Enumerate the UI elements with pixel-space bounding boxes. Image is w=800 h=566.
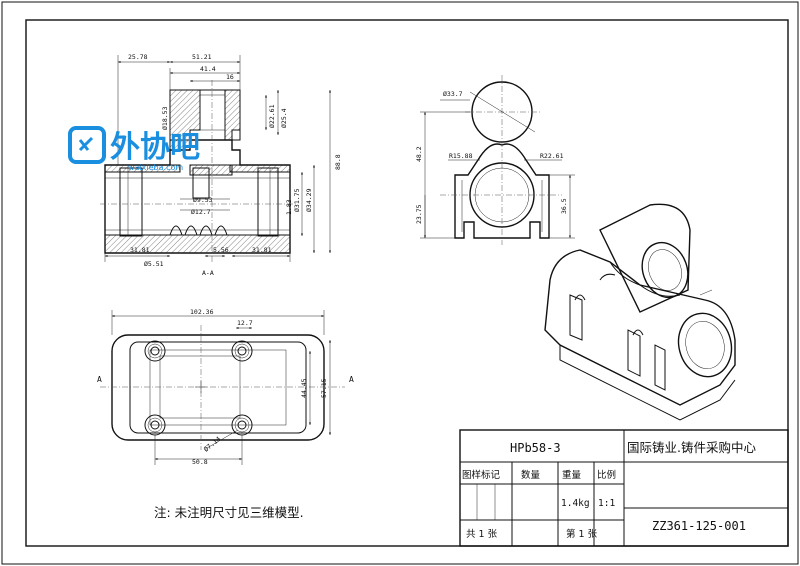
dim-d34-29: Ø34.29 <box>305 188 313 212</box>
iso-body <box>544 249 736 406</box>
dim-r15-88: R15.88 <box>449 152 473 160</box>
dim-1-83: 1.83 <box>285 199 293 215</box>
top-view: 102.36 12.7 44.45 57.15 Ø7.14 50.8 A A <box>97 308 354 466</box>
watermark-logo: 外协吧 waixieba.com <box>68 126 200 172</box>
drawing-number: ZZ361-125-001 <box>652 519 746 533</box>
web-hatch <box>189 164 233 176</box>
dim-d5-51: Ø5.51 <box>144 260 164 268</box>
section-view: 25.78 51.21 41.4 16 Ø18.53 Ø22.61 Ø25.4 … <box>68 53 342 277</box>
dim-23-75: 23.75 <box>415 204 423 224</box>
dim-44-45: 44.45 <box>300 378 308 398</box>
dim-31-81-left: 31.81 <box>130 246 150 254</box>
dim-d18-53: Ø18.53 <box>161 106 169 130</box>
weight-value: 1.4kg <box>561 498 590 509</box>
boss-bl <box>144 414 166 436</box>
dim-88-8: 88.8 <box>334 154 342 170</box>
section-mark-left: A <box>97 375 102 384</box>
dim-36-5: 36.5 <box>560 198 568 214</box>
section-mark-right: A <box>349 375 354 384</box>
dim-16: 16 <box>226 73 234 81</box>
sheets-total: 共 1 张 <box>466 529 498 540</box>
col-scale: 比例 <box>597 469 616 481</box>
dim-d25-4: Ø25.4 <box>280 108 288 128</box>
section-label-a-a: A-A <box>202 269 214 277</box>
watermark-site: waixieba.com <box>128 163 183 172</box>
dim-51-21: 51.21 <box>192 53 212 61</box>
isometric-view <box>544 203 736 421</box>
dim-r22-61: R22.61 <box>540 152 564 160</box>
dim-31-81-right: 31.81 <box>252 246 272 254</box>
dim-d7-14: Ø7.14 <box>202 435 222 454</box>
dim-102-36: 102.36 <box>190 308 214 316</box>
title-block: HPb58-3 国际铸业.铸件采购中心 图样标记 数量 重量 比例 1.4kg … <box>459 429 789 547</box>
dim-48-2: 48.2 <box>415 146 423 162</box>
part-number: HPb58-3 <box>510 441 561 455</box>
dim-d33-7: Ø33.7 <box>443 90 463 98</box>
dim-d22-61: Ø22.61 <box>268 104 276 128</box>
col-drawing-mark: 图样标记 <box>462 469 501 481</box>
side-view: Ø33.7 R15.88 R22.61 48.2 23.75 36.5 <box>415 75 575 245</box>
sheet-number: 第 1 张 <box>566 528 598 540</box>
dim-25-78: 25.78 <box>128 53 148 61</box>
dim-d31-75: Ø31.75 <box>293 188 301 212</box>
dim-50-8: 50.8 <box>192 458 208 466</box>
company-name: 国际铸业.铸件采购中心 <box>627 440 756 455</box>
col-weight: 重量 <box>562 469 582 481</box>
boss-tr <box>231 340 253 362</box>
boss-wall-right <box>224 89 241 141</box>
dim-41-4: 41.4 <box>200 65 216 73</box>
drawing-note: 注: 未注明尺寸见三维模型. <box>154 505 304 520</box>
dim-12-7: 12.7 <box>237 319 253 327</box>
dim-d9-53: Ø9.53 <box>193 196 213 204</box>
dim-d12-7: Ø12.7 <box>191 208 211 216</box>
dim-5-56: 5.56 <box>213 246 229 254</box>
col-quantity: 数量 <box>521 469 541 481</box>
boss-tl <box>144 340 166 362</box>
dim-57-15: 57.15 <box>320 378 328 398</box>
scale-value: 1:1 <box>598 498 615 509</box>
side-body <box>454 143 550 239</box>
watermark-brand: 外协吧 <box>110 130 200 165</box>
